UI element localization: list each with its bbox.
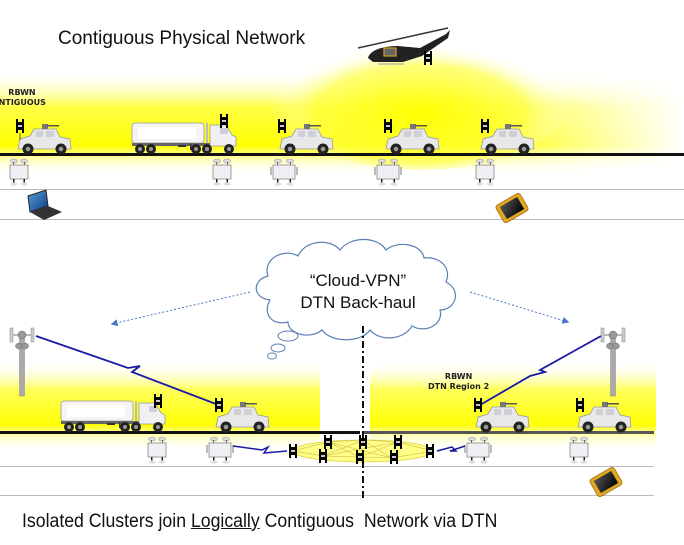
bottom-lane-line-1	[0, 466, 654, 467]
right-tower-radio-link	[479, 335, 602, 406]
rbwn-region2-line1: RBWN	[444, 372, 473, 381]
right-sensor-mesh-radio-link	[436, 445, 466, 452]
bottom-road-line-left	[0, 431, 360, 434]
bottom-caption: Isolated Clusters join Logically Contigu…	[22, 511, 497, 533]
rbwn-label-line2: CONTIGUOUS	[0, 98, 46, 107]
caption-part1: Isolated Clusters join	[22, 511, 191, 532]
top-section-title: Contiguous Physical Network	[58, 28, 306, 49]
dtn-mesh-network	[289, 435, 434, 464]
cloud-to-right-cluster-arrow	[469, 291, 570, 324]
laptop-icon	[27, 189, 62, 220]
bottom-lane-line-2	[0, 495, 654, 496]
rbwn-region2-line2: DTN Region 2	[428, 382, 490, 391]
top-road-line	[0, 153, 684, 156]
cloud-label: “Cloud-VPN” DTN Back-haul	[268, 270, 448, 314]
rbwn-contiguous-label: RBWN CONTIGUOUS	[0, 88, 46, 108]
top-lane-line-2	[0, 219, 684, 220]
cloud-vpn-icon	[255, 238, 456, 360]
caption-underlined: Logically	[190, 511, 260, 532]
caption-part2: Contiguous Network via DTN	[259, 511, 498, 532]
cloud-label-line2: DTN Back-haul	[300, 293, 416, 312]
rugged-tablet-icon-1	[495, 193, 529, 223]
left-tower-radio-link	[35, 335, 217, 405]
rbwn-region2-label: RBWN DTN Region 2	[428, 372, 489, 392]
top-lane-line-1	[0, 189, 684, 190]
left-sensor-mesh-radio-link	[232, 445, 288, 454]
rugged-tablet-icon-2	[589, 467, 623, 497]
rbwn-label-line1: RBWN	[8, 88, 36, 97]
cloud-to-left-cluster-arrow	[110, 291, 251, 327]
helicopter-icon	[357, 27, 450, 65]
cloud-label-line1: “Cloud-VPN”	[309, 271, 407, 290]
bottom-road-line-right	[362, 431, 654, 434]
